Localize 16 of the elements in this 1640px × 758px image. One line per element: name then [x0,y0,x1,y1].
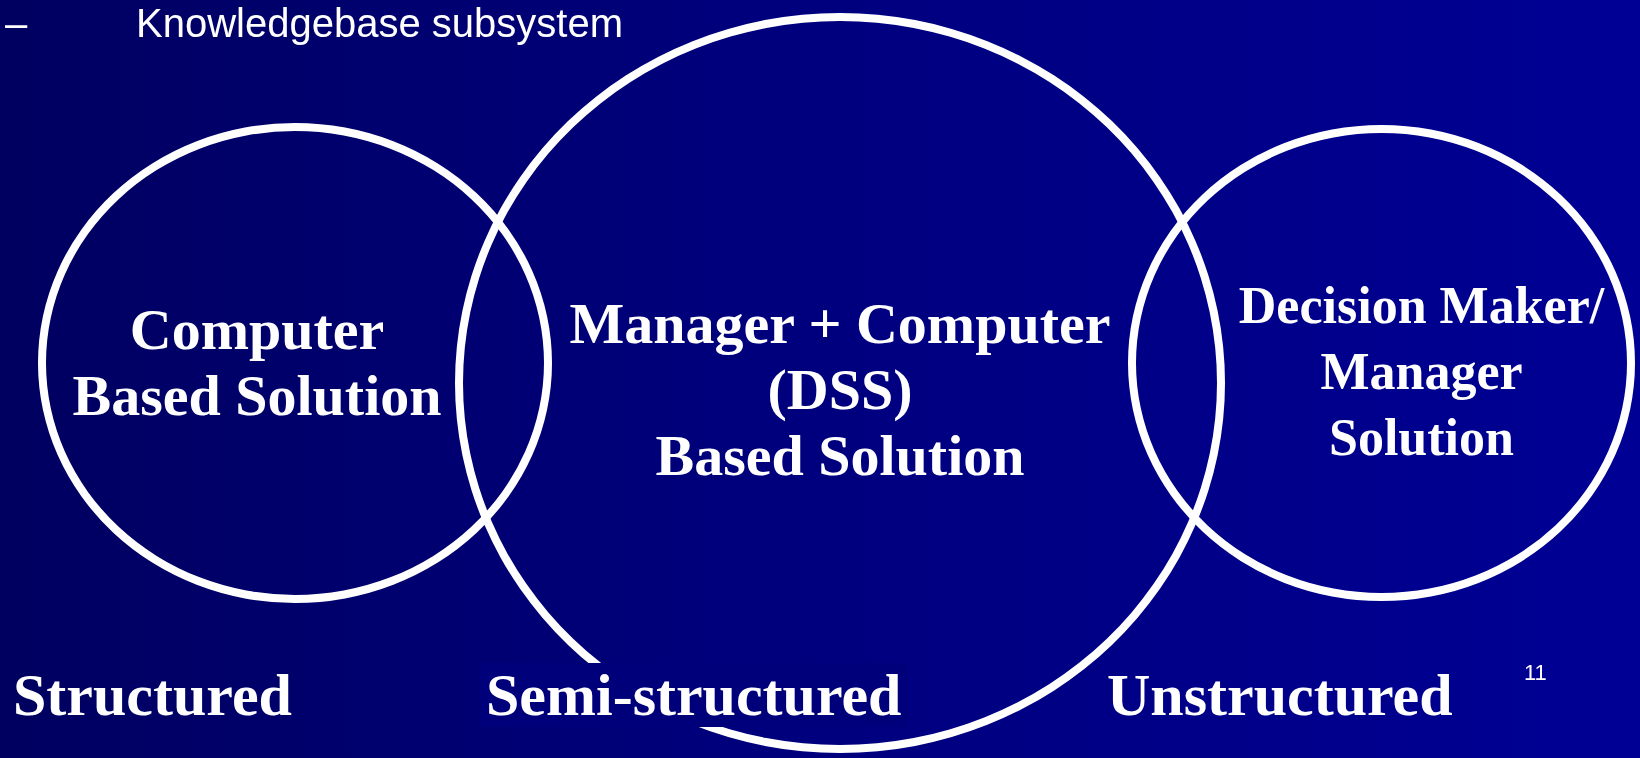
circle-label: Solution [1329,408,1514,469]
bullet-text: Knowledgebase subsystem [136,3,623,43]
structure-label: Semi-structured [480,663,908,727]
solution-circle [38,123,552,603]
circle-label: Manager [1320,342,1523,403]
circle-label: Based Solution [655,423,1025,490]
structure-label: Unstructured [1107,665,1453,725]
circle-label: Based Solution [72,363,442,429]
bullet-dash: – [5,3,28,43]
solution-circle [1128,125,1635,601]
page-number: 11 [1524,662,1547,684]
circle-label: Manager + Computer [569,291,1111,358]
structure-label: Structured [13,665,292,725]
circle-label: Computer [129,297,385,363]
circle-label: Decision Maker/ [1238,276,1605,337]
circle-label: (DSS) [767,357,913,424]
